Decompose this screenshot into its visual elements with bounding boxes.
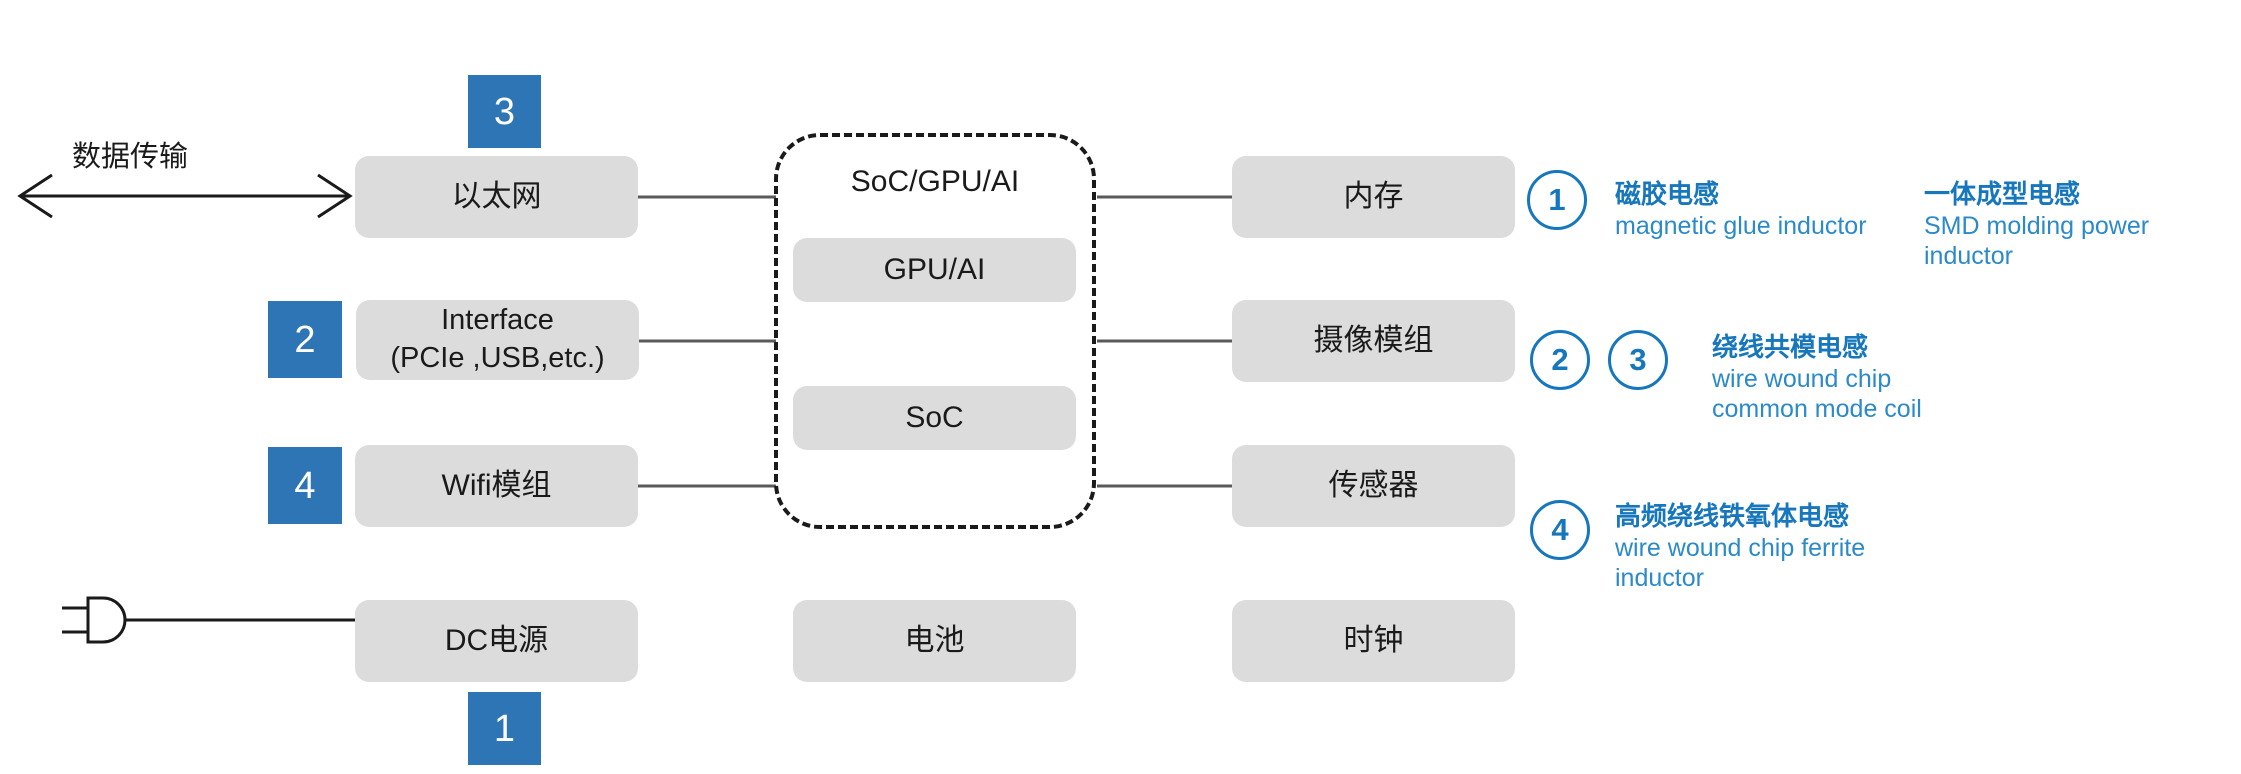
node-interface-label-line2: (PCIe ,USB,etc.)	[390, 342, 605, 374]
node-wifi[interactable]: Wifi模组	[355, 445, 638, 527]
index-square-3[interactable]: 3	[468, 75, 541, 148]
soc-gpu-ai-container: SoC/GPU/AI	[774, 133, 1096, 529]
index-square-1-label: 1	[493, 707, 516, 750]
node-camera-label: 摄像模组	[1313, 324, 1434, 358]
annotation-3-en-line1: wire wound chip	[1712, 364, 1892, 393]
marker-circle-3-label: 3	[1629, 342, 1647, 377]
annotation-4-cn: 高频绕线铁氧体电感	[1615, 501, 1850, 531]
annotation-2: 一体成型电感 SMD molding power inductor	[1924, 178, 2224, 272]
annotation-3: 绕线共模电感 wire wound chip common mode coil	[1712, 331, 1922, 425]
annotation-1: 磁胶电感 magnetic glue inductor	[1615, 178, 1867, 241]
node-clock[interactable]: 时钟	[1232, 600, 1515, 682]
marker-circle-2-label: 2	[1551, 342, 1569, 377]
node-sensor[interactable]: 传感器	[1232, 445, 1515, 527]
node-dc-power-label: DC电源	[444, 624, 549, 658]
marker-circle-2[interactable]: 2	[1530, 330, 1590, 390]
marker-circle-1[interactable]: 1	[1527, 170, 1587, 230]
node-dc-power[interactable]: DC电源	[355, 600, 638, 682]
annotation-2-cn: 一体成型电感	[1924, 179, 2081, 209]
node-soc-label: SoC	[905, 401, 964, 435]
node-ethernet-label: 以太网	[451, 180, 542, 214]
node-memory[interactable]: 内存	[1232, 156, 1515, 238]
annotation-1-cn: 磁胶电感	[1615, 179, 1720, 209]
data-transfer-label: 数据传输	[72, 141, 189, 173]
double-arrow-icon	[17, 173, 353, 219]
annotation-4-en-line2: inductor	[1615, 564, 1704, 592]
annotation-4: 高频绕线铁氧体电感 wire wound chip ferrite induct…	[1615, 500, 1865, 594]
marker-circle-4[interactable]: 4	[1530, 500, 1590, 560]
index-square-2[interactable]: 2	[268, 301, 342, 378]
node-clock-label: 时钟	[1343, 624, 1404, 658]
node-soc[interactable]: SoC	[793, 386, 1076, 450]
node-battery[interactable]: 电池	[793, 600, 1076, 682]
index-square-4-label: 4	[294, 464, 316, 507]
marker-circle-1-label: 1	[1548, 182, 1566, 217]
node-interface-label-line1: Interface	[441, 304, 554, 337]
node-battery-label: 电池	[904, 624, 965, 658]
marker-circle-3[interactable]: 3	[1608, 330, 1668, 390]
index-square-1[interactable]: 1	[468, 692, 541, 765]
annotation-3-en-line2: common mode coil	[1712, 395, 1922, 423]
node-ethernet[interactable]: 以太网	[355, 156, 638, 238]
power-plug-icon	[62, 596, 357, 644]
node-interface[interactable]: Interface (PCIe ,USB,etc.)	[356, 300, 639, 380]
annotation-1-en-line1: magnetic glue inductor	[1615, 211, 1867, 240]
marker-circle-4-label: 4	[1551, 512, 1569, 547]
annotation-2-en-line2: inductor	[1924, 242, 2013, 270]
index-square-2-label: 2	[294, 318, 316, 361]
node-memory-label: 内存	[1343, 180, 1404, 214]
annotation-4-en-line1: wire wound chip ferrite	[1615, 533, 1866, 562]
node-sensor-label: 传感器	[1328, 469, 1419, 503]
node-gpu-ai-label: GPU/AI	[883, 253, 986, 287]
annotation-2-en-line1: SMD molding power	[1924, 211, 2150, 240]
annotation-3-cn: 绕线共模电感	[1712, 332, 1869, 362]
node-wifi-label: Wifi模组	[441, 469, 552, 503]
index-square-3-label: 3	[493, 90, 516, 133]
index-square-4[interactable]: 4	[268, 447, 342, 524]
node-camera[interactable]: 摄像模组	[1232, 300, 1515, 382]
soc-gpu-ai-title: SoC/GPU/AI	[850, 165, 1020, 198]
node-gpu-ai[interactable]: GPU/AI	[793, 238, 1076, 302]
